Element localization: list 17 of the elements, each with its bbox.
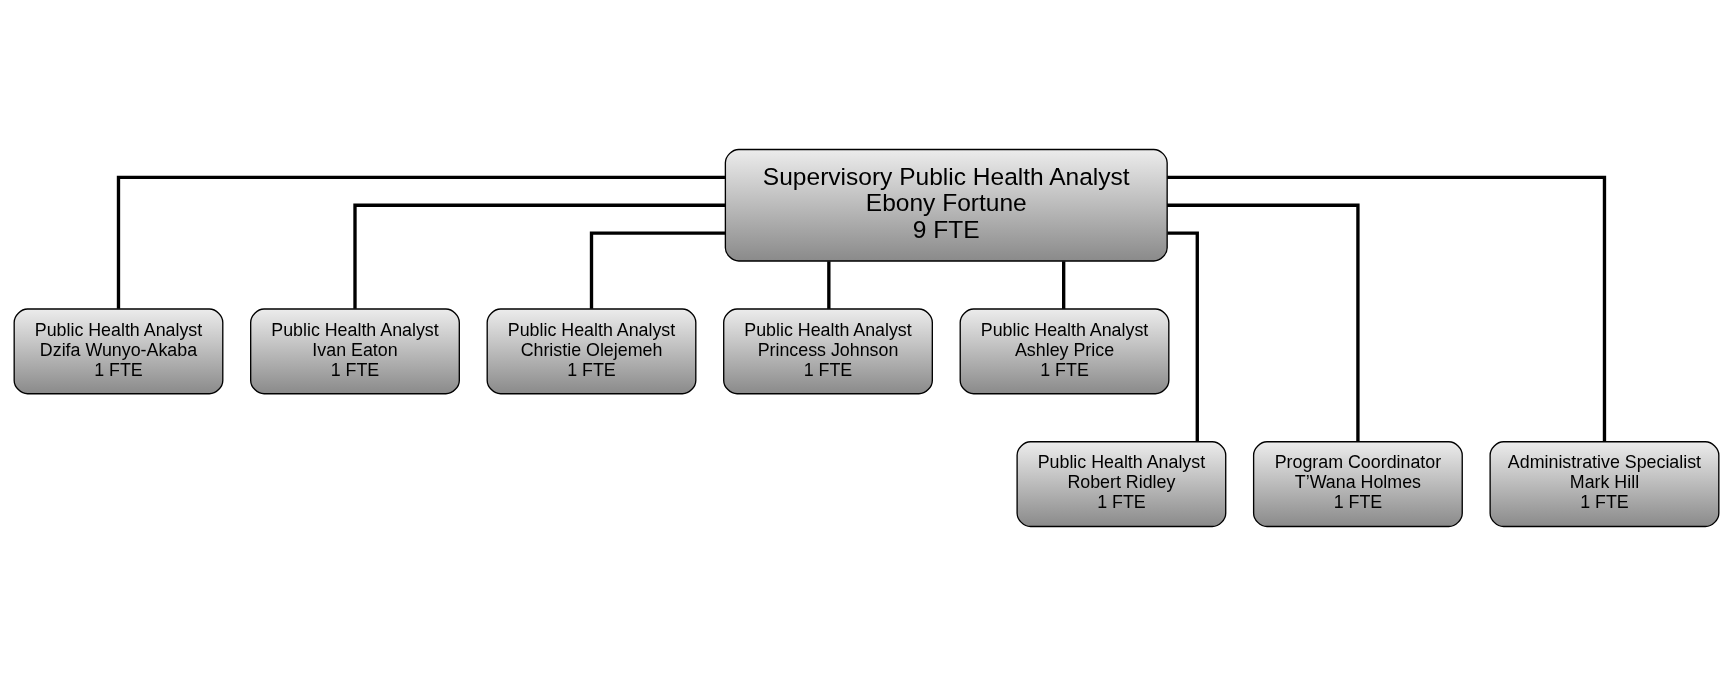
node-box: Public Health Analyst Ivan Eaton 1 FTE	[250, 308, 460, 395]
connector	[1167, 231, 1199, 442]
connector	[1167, 203, 1360, 442]
node-box: Public Health Analyst Dzifa Wunyo-Akaba 1 FTE	[13, 308, 224, 395]
connector	[353, 203, 726, 309]
node-box: Public Health Analyst Christie Olejemeh 1 FTE	[486, 308, 697, 395]
connector	[827, 261, 831, 309]
node-box: Program Coordinator T’Wana Holmes 1 FTE	[1252, 441, 1463, 528]
node-box: Supervisory Public Health Analyst Ebony Fortune 9 FTE	[724, 148, 1168, 262]
node-box: Public Health Analyst Robert Ridley 1 FTE	[1016, 441, 1227, 528]
node-box: Public Health Analyst Ashley Price 1 FTE	[959, 308, 1170, 395]
connector	[116, 175, 725, 309]
node-box: Public Health Analyst Princess Johnson 1 FTE	[723, 308, 933, 395]
connector	[589, 231, 726, 309]
node-box: Administrative Specialist Mark Hill 1 FTE	[1489, 441, 1720, 528]
connector	[1167, 175, 1607, 442]
connector	[1062, 261, 1066, 309]
